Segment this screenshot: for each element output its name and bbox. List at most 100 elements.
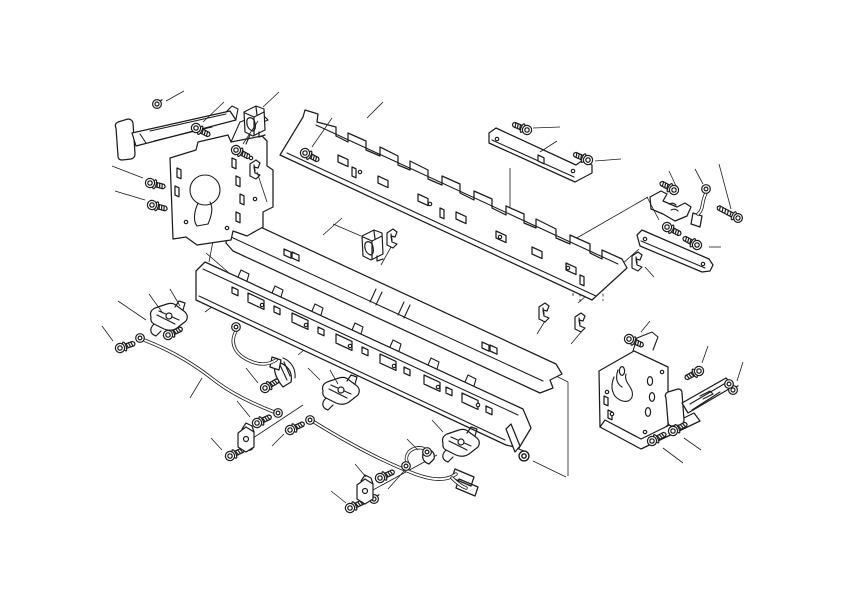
mount-bracket-1 xyxy=(237,422,255,453)
wire-eyelet-loop-2 xyxy=(401,461,411,471)
hole-dot xyxy=(357,169,363,175)
hole-dot xyxy=(224,225,230,231)
screw-left-plate-2 xyxy=(145,198,169,215)
top-bracket-details xyxy=(491,139,575,178)
leader-line xyxy=(311,117,333,148)
leader-line xyxy=(662,447,684,464)
latch-assembly-3 xyxy=(441,426,480,463)
hole-dot xyxy=(659,369,665,375)
layer-shapes xyxy=(114,105,735,497)
leader-line xyxy=(236,400,251,418)
leader-line xyxy=(354,463,367,478)
assembly-guide-line xyxy=(532,460,567,478)
wire-eyelet-jumper xyxy=(231,322,241,332)
leader-line xyxy=(536,320,546,335)
hole-dot xyxy=(475,402,481,408)
leader-line xyxy=(539,140,558,153)
leader-line xyxy=(117,300,147,321)
lower-rail-holes xyxy=(231,286,493,416)
screw-left-plate-1 xyxy=(143,176,167,193)
leader-line xyxy=(114,190,146,201)
cap-nut-lever xyxy=(152,98,163,110)
leader-line xyxy=(329,369,339,385)
leader-line xyxy=(210,437,223,451)
screw-bar-bracket-1 xyxy=(660,220,684,239)
cover-strip-details xyxy=(230,236,544,382)
left-plate-slots xyxy=(174,157,245,224)
sensor-bracket xyxy=(649,190,692,222)
layer-cables xyxy=(142,191,708,490)
rail-end-roller xyxy=(518,450,530,462)
leader-line xyxy=(683,437,702,451)
leader-line xyxy=(242,120,259,145)
left-plate xyxy=(169,134,274,246)
hole-dot xyxy=(642,236,648,242)
screw-right-arm xyxy=(682,364,706,383)
leader-line xyxy=(271,433,285,447)
leader-line xyxy=(406,438,419,451)
layer-leaders xyxy=(101,90,744,504)
harness-clip-4 xyxy=(538,302,550,323)
wire-eyelet-1 xyxy=(135,333,145,343)
bar-bracket xyxy=(636,229,714,273)
leader-line xyxy=(694,168,704,185)
leader-line xyxy=(256,171,268,203)
hole-dot xyxy=(427,201,433,207)
harness-clip-5 xyxy=(574,312,586,333)
assembly-guide-line xyxy=(252,404,304,439)
hole-dot xyxy=(700,261,706,267)
leader-line xyxy=(668,170,677,187)
leader-line xyxy=(532,126,561,129)
damper-block-2 xyxy=(361,229,384,262)
hole-dot xyxy=(435,384,441,390)
ground-wire-2-core xyxy=(313,421,457,481)
mount-bracket-2 xyxy=(356,474,374,505)
screw-latch-3 xyxy=(373,466,397,485)
hole-dot xyxy=(642,429,648,435)
leader-line xyxy=(101,325,114,342)
left-lever-details xyxy=(139,105,239,144)
hole-dot xyxy=(391,363,397,369)
hole-dot xyxy=(183,219,189,225)
leader-line xyxy=(165,90,185,102)
leader-line xyxy=(202,101,225,123)
rear-frame-rail-holes xyxy=(337,154,585,287)
sensor-wire-core xyxy=(697,192,707,215)
lower-rail-tabs xyxy=(237,269,477,387)
leader-line xyxy=(262,91,280,108)
wire-eyelet-right xyxy=(701,184,711,194)
wire-eyelet-loop-1 xyxy=(422,447,432,457)
right-plate-flange xyxy=(599,412,701,450)
leader-line xyxy=(307,367,321,381)
slot-oval xyxy=(646,376,654,386)
screw-top-bracket-1 xyxy=(510,119,534,137)
spade-terminal-right xyxy=(690,212,703,228)
leader-line xyxy=(322,217,343,236)
leader-line xyxy=(701,345,709,364)
leader-line xyxy=(169,288,181,307)
cover-strip-catches xyxy=(283,248,498,355)
leader-line xyxy=(205,252,229,273)
leader-line xyxy=(111,165,144,179)
hole-dot xyxy=(570,168,576,174)
screw-latch-2 xyxy=(283,418,307,437)
wire-eyelet-2 xyxy=(273,408,283,418)
leader-line xyxy=(380,246,392,266)
left-lever-cap xyxy=(114,118,136,161)
ground-wire-2 xyxy=(312,420,458,481)
fan-washer-details xyxy=(279,357,296,381)
top-bracket xyxy=(488,127,593,183)
left-plate-keyhole xyxy=(189,174,221,227)
ground-wire-1-core xyxy=(143,339,275,413)
leader-line xyxy=(646,196,660,221)
top-bracket-slot xyxy=(537,154,545,165)
leader-line xyxy=(148,293,163,313)
leader-line xyxy=(644,266,655,278)
leader-line xyxy=(332,223,362,237)
jumper-wire xyxy=(231,329,278,366)
left-lever-arm xyxy=(131,110,237,147)
leader-line xyxy=(189,377,203,399)
hole-dot xyxy=(347,343,353,349)
screw-long-sensor xyxy=(714,202,745,225)
